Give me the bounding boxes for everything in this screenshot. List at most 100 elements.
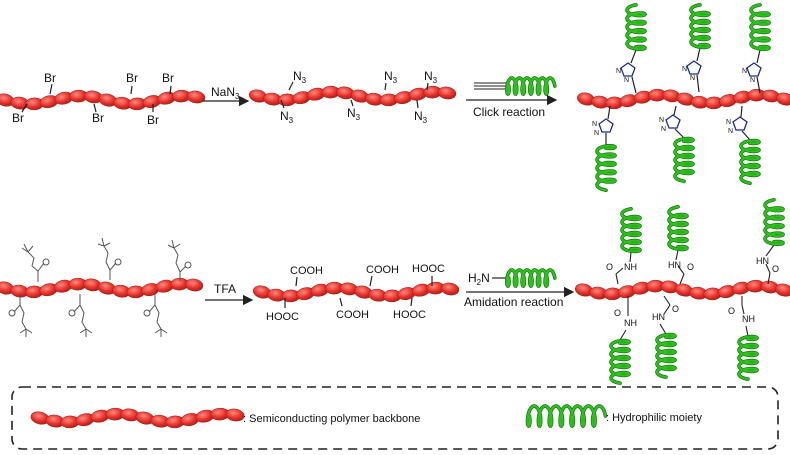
spiral-strand <box>763 198 785 246</box>
spiral-strand <box>625 3 647 51</box>
spiral-strand <box>739 139 761 185</box>
legend-backbone-label: : Semiconducting polymer backbone <box>243 413 420 425</box>
br-label: Br <box>147 113 159 127</box>
svg-text:H2N: H2N <box>468 271 490 287</box>
reagent-nan3: NaN <box>211 85 235 99</box>
spiral-strand <box>620 207 642 253</box>
svg-text:N: N <box>624 77 629 84</box>
azide-label: N <box>347 106 356 120</box>
backbone-bead <box>437 86 457 100</box>
cooh-label: COOH <box>290 265 323 277</box>
hn-label: HN <box>652 312 665 322</box>
spiral-outline <box>625 3 648 52</box>
spiral-strand <box>737 335 759 381</box>
spiral-strand <box>505 268 556 288</box>
svg-text:N: N <box>594 130 599 137</box>
reagent-amidation: Amidation reaction <box>464 295 563 309</box>
backbone-bead <box>186 90 206 104</box>
spiral-outline <box>673 136 696 183</box>
legend-moiety-label: : Hydrophilic moiety <box>606 412 702 424</box>
backbone-bromo <box>0 89 206 111</box>
triazole-ring: NN <box>742 62 762 84</box>
spiral-outline <box>739 138 762 185</box>
svg-text:N3: N3 <box>293 69 307 85</box>
svg-text:O: O <box>687 262 694 272</box>
br-label: Br <box>162 71 174 85</box>
legend-box <box>11 386 779 450</box>
nh-label: NH <box>624 262 637 272</box>
spiral-outline <box>737 334 760 381</box>
legend-backbone-swatch <box>30 407 245 429</box>
bromo-substituents: Br Br Br Br Br Br <box>12 71 174 127</box>
reagent-nan3-sub: 3 <box>235 92 240 101</box>
hydrophilic-moiety <box>739 138 762 185</box>
alkyne-moiety <box>504 76 557 97</box>
svg-text:N: N <box>726 119 731 126</box>
svg-text:O: O <box>606 262 613 272</box>
hooc-label: HOOC <box>393 309 426 321</box>
amide-grafts: O NH O HN O HN O NH O HN O NH <box>606 198 786 385</box>
azide-label: N <box>293 69 302 83</box>
spiral-outline <box>595 144 618 192</box>
amine-moiety <box>504 268 557 289</box>
hn-label: HN <box>756 256 769 266</box>
hn-label: HN <box>668 260 681 270</box>
svg-text:N3: N3 <box>424 69 438 85</box>
tbutyl-ester-groups <box>8 237 192 337</box>
nh-label: NH <box>742 314 755 324</box>
spiral-strand <box>655 333 677 379</box>
backbone-bead <box>776 92 790 106</box>
spiral-outline <box>689 3 712 50</box>
svg-text:N: N <box>592 121 597 128</box>
amine-h: H <box>468 271 477 285</box>
spiral-outline <box>620 207 643 254</box>
hydrophilic-moiety <box>763 198 786 246</box>
triazole-ring: NN <box>682 60 702 82</box>
hydrophilic-moiety <box>749 3 772 52</box>
svg-text:O: O <box>614 308 621 318</box>
azide-label: N <box>280 109 289 123</box>
svg-text:N: N <box>742 68 747 75</box>
spiral-outline <box>655 332 678 379</box>
spiral-strand <box>673 137 695 183</box>
reagent-click: Click reaction <box>473 105 545 119</box>
spiral-strand <box>505 76 556 96</box>
backbone-clicked <box>577 88 790 110</box>
hooc-label: HOOC <box>266 311 299 323</box>
backbone-bead <box>440 282 460 296</box>
azide-label: N <box>414 109 423 123</box>
hydrophilic-moiety <box>737 334 760 381</box>
svg-text:N: N <box>690 75 695 82</box>
hydrophilic-moiety <box>595 144 618 192</box>
spiral-strand <box>689 3 711 49</box>
br-label: Br <box>44 71 56 85</box>
triazole-grafts: NN NN NN NN NN <box>592 3 772 192</box>
spiral-strand <box>526 404 607 428</box>
hydrophilic-moiety <box>655 332 678 379</box>
nh-label: NH <box>624 318 637 328</box>
backbone-azido <box>248 85 457 107</box>
svg-text:N: N <box>659 117 664 124</box>
hydrophilic-moiety <box>673 136 696 183</box>
br-label: Br <box>92 111 104 125</box>
spiral-outline <box>763 198 786 246</box>
triazole-ring: NN <box>592 118 614 137</box>
svg-text:N3: N3 <box>347 106 361 122</box>
backbone-ester <box>0 277 204 299</box>
spiral-outline <box>749 3 772 52</box>
hydrophilic-moiety <box>609 338 632 385</box>
svg-text:N3: N3 <box>384 69 398 85</box>
spiral-strand <box>749 3 771 51</box>
backbone-amidated <box>574 279 790 301</box>
azide-label: N <box>424 69 433 83</box>
br-label: Br <box>12 111 24 125</box>
svg-text:O: O <box>772 264 779 274</box>
spiral-strand <box>667 205 689 251</box>
hooc-label: HOOC <box>412 263 445 275</box>
backbone-bead <box>774 283 790 297</box>
arrow-azidation: NaN3 <box>203 85 250 107</box>
arrow-deprotection: TFA <box>205 282 254 306</box>
reagent-tfa: TFA <box>214 282 236 296</box>
